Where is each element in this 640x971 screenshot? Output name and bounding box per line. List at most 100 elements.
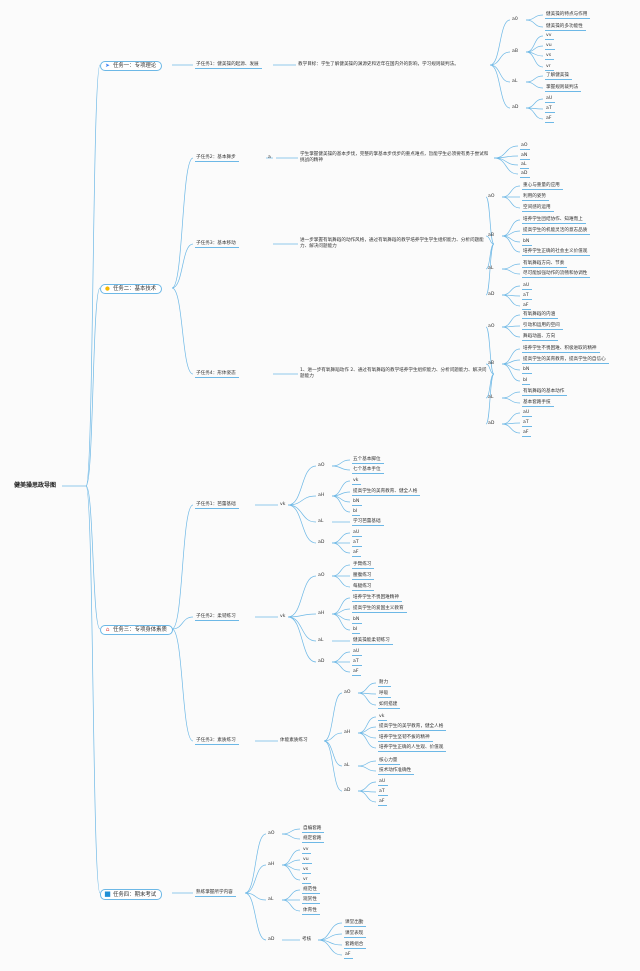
subtask-description: 1、进一步有氧舞蹈动作 2、通过有氧舞蹈的教学培养学生组织能力、分析问题能力、解… <box>300 367 487 379</box>
leaf-item: aT <box>522 420 532 427</box>
item-connector <box>331 575 351 588</box>
leaf-item: 套路组合 <box>344 942 367 949</box>
item-connector <box>281 899 301 912</box>
leaf-item: aF <box>352 550 362 557</box>
item-connector <box>501 185 521 198</box>
group-connector <box>244 833 267 894</box>
item-connector <box>501 397 521 404</box>
subtask-mid-node: vk <box>280 613 286 619</box>
item-connector <box>357 760 377 767</box>
leaf-item: 培养学生不畏困难精神 <box>352 595 402 602</box>
group-connector <box>323 740 343 767</box>
item-connector <box>493 157 519 175</box>
item-connector <box>501 294 521 307</box>
leaf-item: aU <box>352 530 363 537</box>
group-connector <box>489 19 511 66</box>
task-node[interactable]: ■任务四：期末考试 <box>100 888 163 900</box>
item-connector <box>281 889 301 901</box>
task-node[interactable]: ⌂任务三：专项身体素质 <box>100 624 173 635</box>
subtask-node: 子任务1：健美操的起源、发展 <box>195 62 262 69</box>
group-node: aH <box>344 729 351 735</box>
item-connector <box>281 833 301 840</box>
subtask-node: 子任务1：芭蕾基础 <box>195 502 239 509</box>
leaf-item: 有氧舞蹈方向、节奏 <box>522 261 568 268</box>
leaf-item: 了解健美操 <box>545 73 572 80</box>
leaf-item: 利用的姿势 <box>522 194 549 201</box>
leaf-item: 空间感的运用 <box>522 205 554 212</box>
group-connector <box>287 504 317 544</box>
item-connector <box>501 363 521 371</box>
item-connector <box>331 459 351 467</box>
leaf-item: 提高学生的美育教育、健全人格 <box>352 489 421 496</box>
leaf-item: 课堂表现 <box>344 931 367 938</box>
leaf-item: 培养学生正确的人生观、价值观 <box>378 745 447 752</box>
item-connector <box>357 781 377 792</box>
item-connector <box>357 732 377 749</box>
group-connector <box>244 892 267 901</box>
group-node: aL <box>268 896 274 902</box>
item-connector <box>357 726 377 734</box>
group-connector <box>323 740 343 792</box>
subtask-mid-node: vk <box>280 501 286 507</box>
task-connector <box>85 64 101 487</box>
group-connector <box>287 495 317 506</box>
task-node[interactable]: ➤任务一：专项理论 <box>100 60 163 71</box>
leaf-item: vu <box>302 857 312 864</box>
group-node: aH <box>318 610 325 616</box>
item-connector <box>331 495 351 503</box>
item-connector <box>501 391 521 399</box>
group-node: aH <box>268 861 275 867</box>
subtask-description: 进一步掌握有氧舞蹈的动作风格，通过有氧舞蹈的教学培养学生学生组织能力、分析问题能… <box>300 237 484 249</box>
leaf-item: 提高学生的美育教育，提高学生的自信心 <box>522 357 609 364</box>
leaf-item: vk <box>378 714 388 721</box>
group-connector <box>244 892 267 941</box>
leaf-item: bN <box>352 617 363 624</box>
group-node: aD <box>512 104 519 110</box>
leaf-item: aU <box>545 96 556 103</box>
leaf-item: aF <box>545 116 555 123</box>
leaf-item: 基本套路手技 <box>522 400 554 407</box>
group-node: aO <box>318 462 325 468</box>
leaf-item: aF <box>352 669 362 676</box>
leaf-item: 舞蹈动画、方向 <box>522 334 559 341</box>
subtask-connector <box>171 628 194 742</box>
leaf-item: aT <box>352 540 362 547</box>
group-node: aD <box>344 787 351 793</box>
subtask-node: 子任务2：基本舞步 <box>195 155 239 162</box>
leaf-item: aU <box>522 283 533 290</box>
item-connector <box>501 263 521 270</box>
task-label: 任务四：期末考试 <box>113 891 157 898</box>
item-connector <box>525 107 544 120</box>
leaf-item: 体育性 <box>302 908 320 915</box>
item-connector <box>501 235 521 253</box>
leaf-item: bN <box>352 499 363 506</box>
item-connector <box>501 285 521 296</box>
group-connector <box>489 64 511 83</box>
item-connector <box>493 157 519 166</box>
leaf-item: vv <box>545 33 555 40</box>
group-connector <box>485 326 495 375</box>
subtask-connector <box>171 287 194 375</box>
group-connector <box>489 51 511 66</box>
leaf-item: bN <box>522 367 533 374</box>
group-node: aL <box>488 394 494 400</box>
leaf-item: 有氧舞蹈的基本动作 <box>522 389 568 396</box>
leaf-item: 耐力 <box>378 680 392 687</box>
group-node: aD <box>268 936 275 942</box>
leaf-item: 尽可能加强动作的流畅和协调性 <box>522 271 591 278</box>
item-connector <box>331 532 351 544</box>
task-node[interactable]: ●任务二：基本技术 <box>100 283 163 294</box>
group-connector <box>485 373 495 425</box>
group-connector <box>323 732 343 742</box>
leaf-item: 自编套路 <box>302 826 325 833</box>
subtask-connector <box>171 616 194 630</box>
item-connector <box>501 423 521 434</box>
leaf-item: 引动和运用的空间 <box>522 323 563 330</box>
leaf-item: 课堂出勤 <box>344 920 367 927</box>
subtask-connector <box>171 243 194 289</box>
group-node: aD <box>488 291 495 297</box>
leaf-item: vv <box>302 847 312 854</box>
leaf-item: 七个基本手位 <box>352 467 384 474</box>
leaf-item: 如何搭建 <box>378 702 401 709</box>
item-connector <box>525 19 544 28</box>
